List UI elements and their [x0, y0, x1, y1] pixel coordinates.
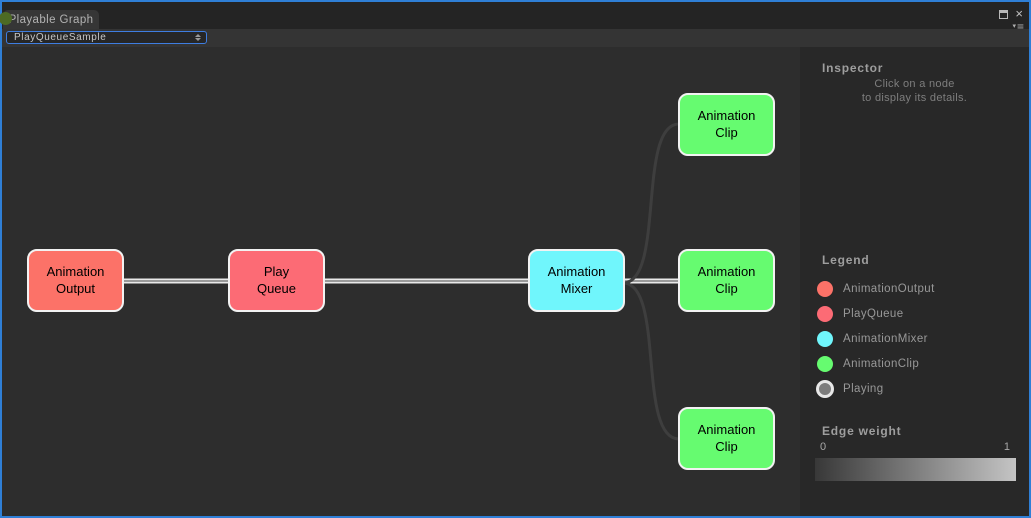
legend-title: Legend: [822, 253, 870, 267]
node-label-line: Animation: [46, 264, 105, 279]
edge-weight-scale: 0 1: [815, 441, 1016, 453]
tab-title: Playable Graph: [8, 13, 94, 26]
inspector-hint-line2: to display its details.: [861, 91, 968, 104]
inspector-hint-line1: Click on a node: [874, 78, 955, 90]
graph-selector-value: PlayQueueSample: [14, 32, 107, 43]
legend-dot-icon: [817, 355, 833, 372]
node-label-line: Output: [55, 280, 96, 296]
legend-dot-icon: [817, 305, 833, 322]
legend-label: AnimationOutput: [843, 282, 935, 295]
legend-dot-icon: [817, 330, 833, 347]
graph-edge: [622, 122, 680, 285]
node-label-line: Animation: [697, 422, 756, 437]
node-label-line: Play: [263, 264, 290, 279]
window-circle-icon: [0, 12, 12, 25]
node-label-line: Clip: [715, 280, 738, 296]
window-controls: ×: [999, 6, 1023, 21]
legend-dot-icon: [816, 379, 834, 398]
menu-triangle-icon: ▾: [1012, 23, 1016, 30]
node-label-line: Animation: [547, 264, 606, 279]
legend-item-playing: Playing: [816, 376, 935, 401]
edge-weight-max: 1: [1003, 441, 1010, 453]
legend-item-animationmixer: AnimationMixer: [817, 326, 935, 351]
legend-item-animationoutput: AnimationOutput: [817, 276, 935, 301]
legend-label: PlayQueue: [843, 307, 904, 320]
menu-lines-icon: ≡: [1016, 20, 1024, 34]
node-label-line: Mixer: [560, 280, 593, 296]
tab-context-menu-icon[interactable]: ▾ ≡: [1012, 20, 1024, 34]
node-label-line: Queue: [256, 280, 297, 296]
legend-label: AnimationClip: [843, 357, 920, 370]
graph-edge: [622, 281, 680, 441]
inspector-panel: Inspector Click on a node to display its…: [800, 47, 1029, 516]
edge-weight-gradient: [815, 458, 1016, 481]
inspector-title: Inspector: [822, 61, 884, 75]
edge-weight-title: Edge weight: [822, 424, 902, 438]
legend-item-playqueue: PlayQueue: [817, 301, 935, 326]
maximize-icon[interactable]: [999, 9, 1009, 19]
dropdown-arrows-icon: [195, 34, 201, 41]
node-label-line: Animation: [697, 264, 756, 279]
node-label-line: Animation: [697, 108, 756, 123]
edge-weight-min: 0: [820, 441, 827, 453]
legend-label: Playing: [843, 382, 884, 395]
node-label-line: Clip: [715, 438, 738, 454]
legend-dot-icon: [817, 280, 833, 297]
close-icon[interactable]: ×: [1015, 6, 1023, 21]
tab-playable-graph[interactable]: Playable Graph: [0, 10, 99, 29]
legend-item-animationclip: AnimationClip: [817, 351, 935, 376]
toolbar: PlayQueueSample: [2, 29, 1029, 47]
inspector-hint: Click on a node to display its details.: [800, 78, 1029, 105]
graph-selector-dropdown[interactable]: PlayQueueSample: [6, 31, 207, 44]
node-label-line: Clip: [715, 124, 738, 140]
legend-label: AnimationMixer: [843, 332, 928, 345]
tab-strip: Playable Graph × ▾ ≡: [0, 2, 1029, 34]
